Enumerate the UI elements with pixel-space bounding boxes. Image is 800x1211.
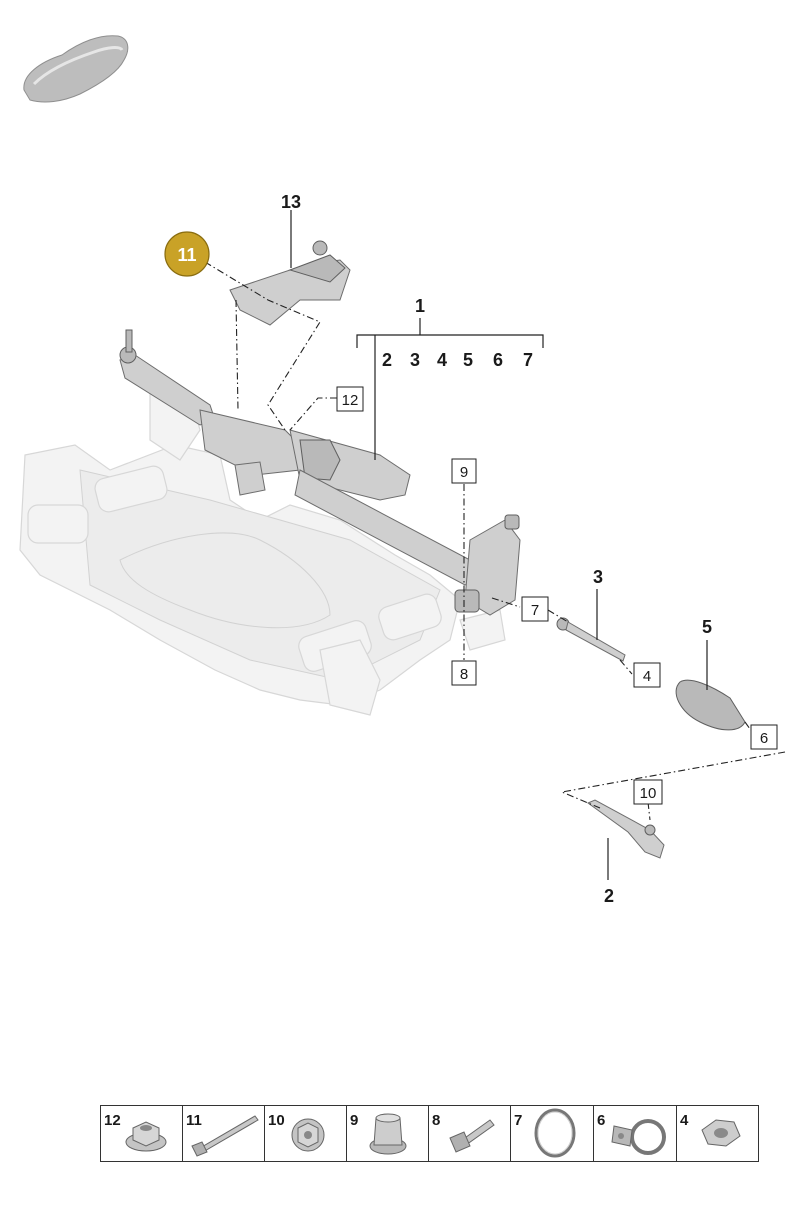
tie-rod-3 <box>556 617 626 662</box>
callout-3: 3 <box>593 567 603 587</box>
hose-clamp-icon <box>611 1119 666 1155</box>
sub-callout: 3 <box>410 350 420 370</box>
callout-box-12[interactable]: 12 <box>336 386 364 412</box>
callout-8: 8 <box>460 666 468 683</box>
callout-1-sublist: 2 3 4 5 6 7 <box>382 350 533 370</box>
callout-11-highlight[interactable]: 11 <box>164 231 210 277</box>
legend-cell-10[interactable]: 10 <box>268 1112 325 1152</box>
legend-cell-11[interactable]: 11 <box>186 1112 259 1157</box>
sub-callout: 7 <box>523 350 533 370</box>
legend-cell-8[interactable]: 8 <box>432 1112 495 1153</box>
callout-11: 11 <box>177 245 196 265</box>
callout-box-10[interactable]: 10 <box>633 779 663 805</box>
sub-callout: 4 <box>437 350 447 370</box>
legend-num: 7 <box>514 1112 522 1129</box>
callout-5: 5 <box>702 617 712 637</box>
legend-num: 9 <box>350 1112 358 1129</box>
callout-13: 13 <box>281 192 301 212</box>
legend-cell-4[interactable]: 4 <box>680 1112 741 1147</box>
callout-1: 1 <box>415 296 425 316</box>
sub-callout: 6 <box>493 350 503 370</box>
car-model-icon <box>23 35 129 103</box>
callout-10: 10 <box>640 785 657 802</box>
sub-callout: 5 <box>463 350 473 370</box>
ring-clamp-icon <box>534 1108 576 1158</box>
cap-nut-icon <box>369 1113 407 1155</box>
hex-nut-icon <box>701 1119 741 1147</box>
callout-box-7[interactable]: 7 <box>521 596 549 622</box>
bolt-icon <box>449 1119 495 1153</box>
flange-nut-icon <box>291 1118 325 1152</box>
callout-box-4[interactable]: 4 <box>633 662 661 688</box>
callout-9: 9 <box>460 464 468 481</box>
callout-4: 4 <box>643 668 651 685</box>
legend-cell-9[interactable]: 9 <box>350 1112 407 1155</box>
callout-7: 7 <box>531 602 539 619</box>
sub-callout: 2 <box>382 350 392 370</box>
callout-2: 2 <box>604 886 614 906</box>
long-bolt-icon <box>191 1115 259 1157</box>
legend-num: 11 <box>186 1112 202 1129</box>
hardware-legend: 12 11 10 9 <box>100 1105 759 1162</box>
legend-cell-7[interactable]: 7 <box>514 1108 576 1158</box>
callout-box-9[interactable]: 9 <box>451 458 477 484</box>
flange-nut-icon <box>125 1121 167 1152</box>
steering-rack <box>119 240 521 616</box>
callout-12: 12 <box>342 392 359 409</box>
legend-cell-6[interactable]: 6 <box>597 1112 666 1155</box>
tie-rod-end-2 <box>586 799 665 859</box>
legend-cell-12[interactable]: 12 <box>104 1112 167 1152</box>
boot-5 <box>675 679 746 731</box>
callout-box-8[interactable]: 8 <box>451 660 477 686</box>
subframe-ghost <box>19 384 506 716</box>
legend-num: 6 <box>597 1112 605 1129</box>
legend-num: 12 <box>104 1112 121 1129</box>
callout-box-6[interactable]: 6 <box>750 724 778 750</box>
callout-6: 6 <box>760 730 768 747</box>
legend-num: 8 <box>432 1112 440 1129</box>
legend-num: 4 <box>680 1112 689 1129</box>
legend-num: 10 <box>268 1112 285 1129</box>
